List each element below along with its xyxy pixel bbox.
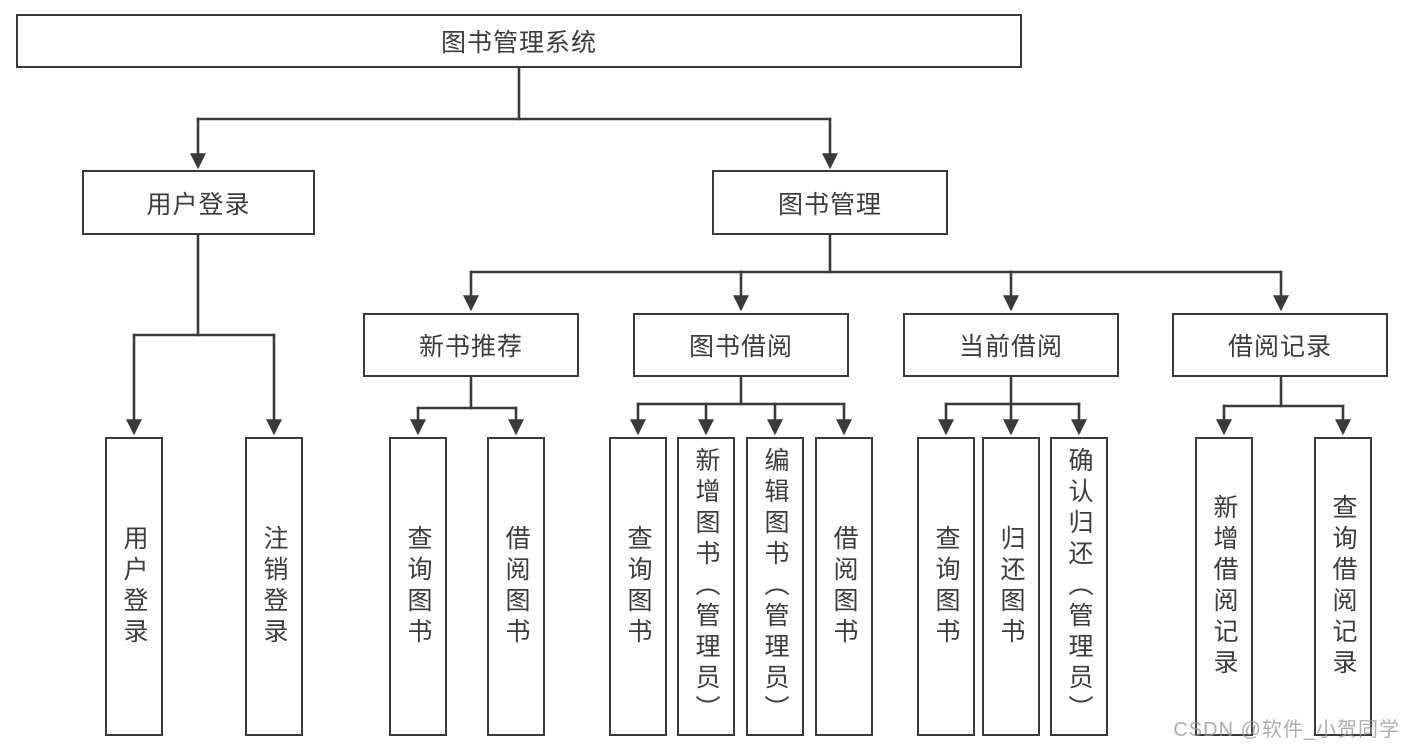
leaf-confirm-return-admin: 确认归还（管理员） (1050, 437, 1108, 736)
leaf-query-books-borrow-label: 查询图书 (624, 524, 652, 649)
root-node-library-management-system: 图书管理系统 (16, 14, 1022, 68)
leaf-add-book-admin-label: 新增图书（管理员） (692, 447, 720, 726)
edges-current-borrow (938, 375, 1087, 436)
leaf-return-books-label: 归还图书 (997, 524, 1025, 649)
edges-book-borrow (630, 375, 852, 436)
leaf-borrow-books-recommend: 借阅图书 (487, 437, 545, 736)
edges-user-login (126, 233, 282, 436)
leaf-query-books-recommend: 查询图书 (389, 437, 447, 736)
leaf-logout-label: 注销登录 (260, 524, 288, 649)
watermark: CSDN @软件_小贺同学 (1173, 719, 1400, 741)
node-borrow-records-label: 借阅记录 (1227, 333, 1332, 361)
leaf-borrow-books-borrow: 借阅图书 (815, 437, 873, 736)
leaf-logout: 注销登录 (245, 437, 303, 736)
leaf-query-borrow-record-label: 查询借阅记录 (1329, 493, 1357, 680)
node-new-book-recommend-label: 新书推荐 (418, 333, 523, 361)
node-current-borrow: 当前借阅 (903, 313, 1119, 377)
node-book-borrow-label: 图书借阅 (688, 333, 793, 361)
node-user-login-label: 用户登录 (146, 190, 251, 219)
node-book-management-label: 图书管理 (777, 190, 882, 219)
node-book-borrow: 图书借阅 (633, 313, 849, 377)
leaf-add-borrow-record: 新增借阅记录 (1195, 437, 1253, 736)
leaf-add-borrow-record-label: 新增借阅记录 (1210, 493, 1238, 680)
leaf-borrow-books-recommend-label: 借阅图书 (502, 524, 530, 649)
node-new-book-recommend: 新书推荐 (363, 313, 579, 377)
root-node-label: 图书管理系统 (440, 29, 597, 57)
leaf-query-books-borrow: 查询图书 (609, 437, 667, 736)
edges-root (190, 66, 838, 170)
node-borrow-records: 借阅记录 (1172, 313, 1388, 377)
leaf-query-borrow-record: 查询借阅记录 (1314, 437, 1372, 736)
leaf-return-books: 归还图书 (982, 437, 1040, 736)
edges-new-book-recommend (410, 375, 524, 436)
leaf-confirm-return-admin-label: 确认归还（管理员） (1065, 447, 1093, 726)
leaf-borrow-books-borrow-label: 借阅图书 (830, 524, 858, 649)
leaf-user-login-label: 用户登录 (120, 524, 148, 649)
leaf-edit-book-admin: 编辑图书（管理员） (746, 437, 804, 736)
node-book-management: 图书管理 (712, 170, 948, 235)
edges-book-management (463, 233, 1289, 312)
leaf-add-book-admin: 新增图书（管理员） (677, 437, 735, 736)
leaf-query-books-current-label: 查询图书 (932, 524, 960, 649)
node-user-login: 用户登录 (82, 170, 315, 235)
node-current-borrow-label: 当前借阅 (958, 333, 1063, 361)
edges-borrow-records (1216, 375, 1351, 436)
leaf-query-books-recommend-label: 查询图书 (404, 524, 432, 649)
leaf-edit-book-admin-label: 编辑图书（管理员） (761, 447, 789, 726)
leaf-user-login: 用户登录 (105, 437, 163, 736)
leaf-query-books-current: 查询图书 (917, 437, 975, 736)
